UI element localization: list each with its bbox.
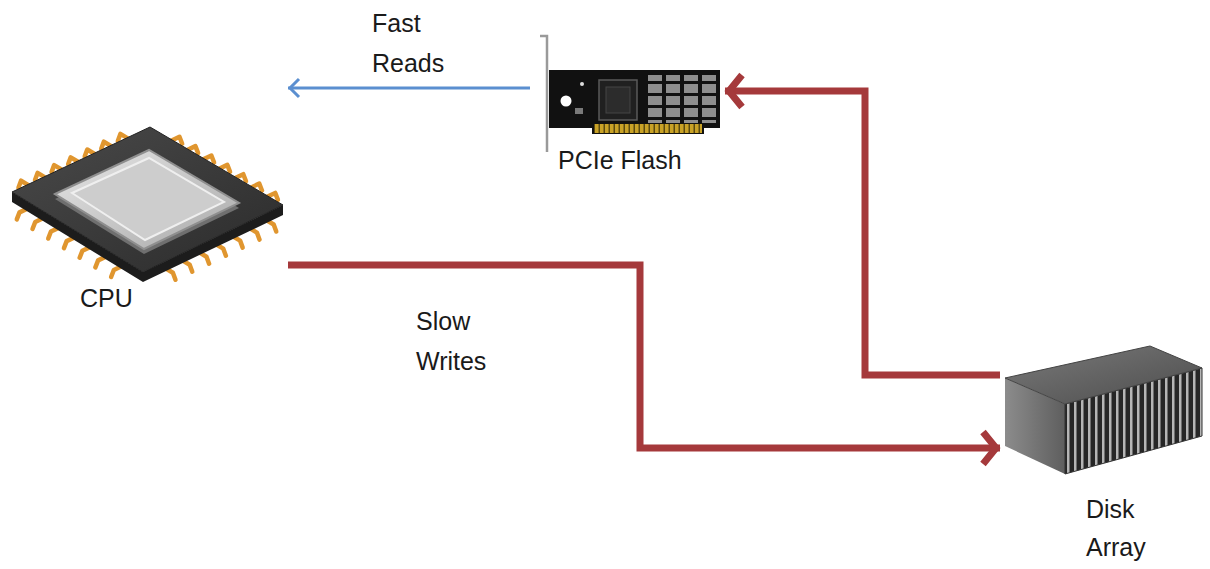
device-node: CPU bbox=[8, 75, 288, 313]
chip-lid bbox=[55, 150, 239, 249]
data-flow-arrow bbox=[725, 91, 1000, 375]
data-flow-arrow bbox=[288, 87, 530, 90]
cpu-chip bbox=[12, 127, 283, 282]
disk-top bbox=[1005, 346, 1202, 404]
chip-lid-face bbox=[72, 158, 224, 240]
edge-label-box: Fast Reads bbox=[372, 3, 462, 83]
device-node: PCIe Flash bbox=[530, 30, 725, 175]
card-controller bbox=[599, 80, 637, 120]
chip-base bbox=[12, 127, 283, 272]
card-part bbox=[575, 108, 583, 114]
device-node: Disk Array bbox=[1000, 340, 1205, 566]
device-label: CPU bbox=[80, 283, 133, 313]
edge-label-box: Slow Writes bbox=[416, 301, 516, 381]
edge-label: Fast Reads bbox=[372, 9, 444, 77]
card-dot bbox=[580, 82, 584, 86]
disk-array bbox=[1005, 346, 1202, 474]
card-connector bbox=[594, 124, 702, 133]
card-controller-die bbox=[606, 87, 630, 113]
edge-label: Slow Writes bbox=[416, 307, 486, 375]
card-bracket bbox=[540, 36, 547, 152]
card-flash-chips bbox=[644, 75, 716, 123]
card-hole bbox=[561, 96, 572, 107]
data-flow-arrow bbox=[288, 265, 1000, 448]
pcie-card bbox=[540, 36, 720, 152]
card-board bbox=[549, 70, 720, 134]
device-label: PCIe Flash bbox=[558, 145, 682, 175]
device-label: Disk Array bbox=[1086, 490, 1186, 566]
